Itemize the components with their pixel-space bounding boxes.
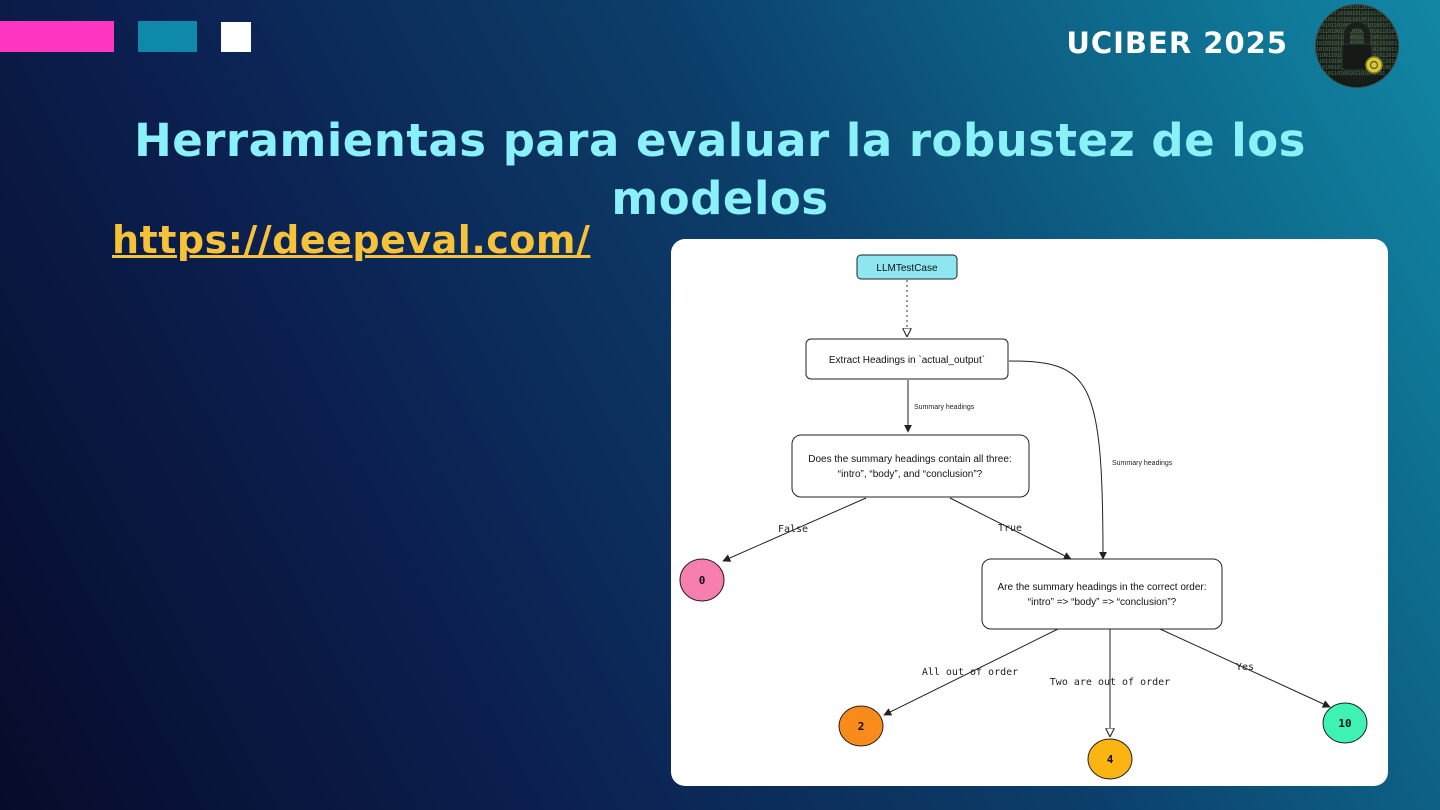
flow-diagram-card: Summary headings Summary headings False … xyxy=(671,239,1388,786)
svg-text:4: 4 xyxy=(1107,753,1114,766)
edge-label-summary-headings-2: Summary headings xyxy=(1112,460,1173,467)
svg-text:LLMTestCase: LLMTestCase xyxy=(876,263,938,274)
flow-diagram: Summary headings Summary headings False … xyxy=(679,254,1368,780)
node-contains-all-three: Does the summary headings contain all th… xyxy=(791,434,1030,498)
node-correct-order: Are the summary headings in the correct … xyxy=(981,558,1223,630)
edge-all-out-of-order xyxy=(883,628,1059,716)
decorative-bar-teal xyxy=(138,21,197,52)
edge-false xyxy=(722,497,867,562)
svg-text:0: 0 xyxy=(699,574,706,587)
edge-label-summary-headings-1: Summary headings xyxy=(914,404,975,411)
svg-text:Are the summary headings in th: Are the summary headings in the correct … xyxy=(998,582,1207,593)
svg-text:10: 10 xyxy=(1338,717,1351,730)
node-extract-headings: Extract Headings in `actual_output` xyxy=(805,338,1009,380)
node-score-10: 10 xyxy=(1322,702,1368,744)
svg-text:“intro” => “body” => “conclusi: “intro” => “body” => “conclusion”? xyxy=(1028,597,1177,608)
svg-text:Extract Headings in `actual_ou: Extract Headings in `actual_output` xyxy=(829,354,985,366)
decorative-square-white xyxy=(221,22,251,52)
conference-title: UCIBER 2025 xyxy=(1066,26,1288,60)
node-score-4: 4 xyxy=(1087,738,1133,780)
edge-extract-to-order xyxy=(1008,360,1107,560)
edge-true xyxy=(949,497,1072,560)
edge-label-false: False xyxy=(778,524,808,535)
lock-logo-icon: 0110100101101011010010110100110101101001… xyxy=(1315,4,1399,88)
edge-label-true: True xyxy=(998,523,1022,534)
edge-label-yes: Yes xyxy=(1236,662,1254,673)
node-score-2: 2 xyxy=(838,705,884,747)
edge-label-all-out-of-order: All out of order xyxy=(922,667,1018,678)
edge-label-two-out-of-order: Two are out of order xyxy=(1050,677,1170,688)
deepeval-link[interactable]: https://deepeval.com/ xyxy=(112,218,591,262)
svg-text:Does the summary headings cont: Does the summary headings contain all th… xyxy=(808,454,1011,465)
node-llm-test-case: LLMTestCase xyxy=(856,254,958,280)
slide-title: Herramientas para evaluar la robustez de… xyxy=(134,114,1306,225)
node-score-0: 0 xyxy=(679,558,725,602)
edge-yes xyxy=(1159,628,1331,708)
svg-text:“intro”, “body”, and “conclusi: “intro”, “body”, and “conclusion”? xyxy=(838,469,983,480)
decorative-bar-pink xyxy=(0,21,114,52)
svg-text:2: 2 xyxy=(858,720,865,733)
